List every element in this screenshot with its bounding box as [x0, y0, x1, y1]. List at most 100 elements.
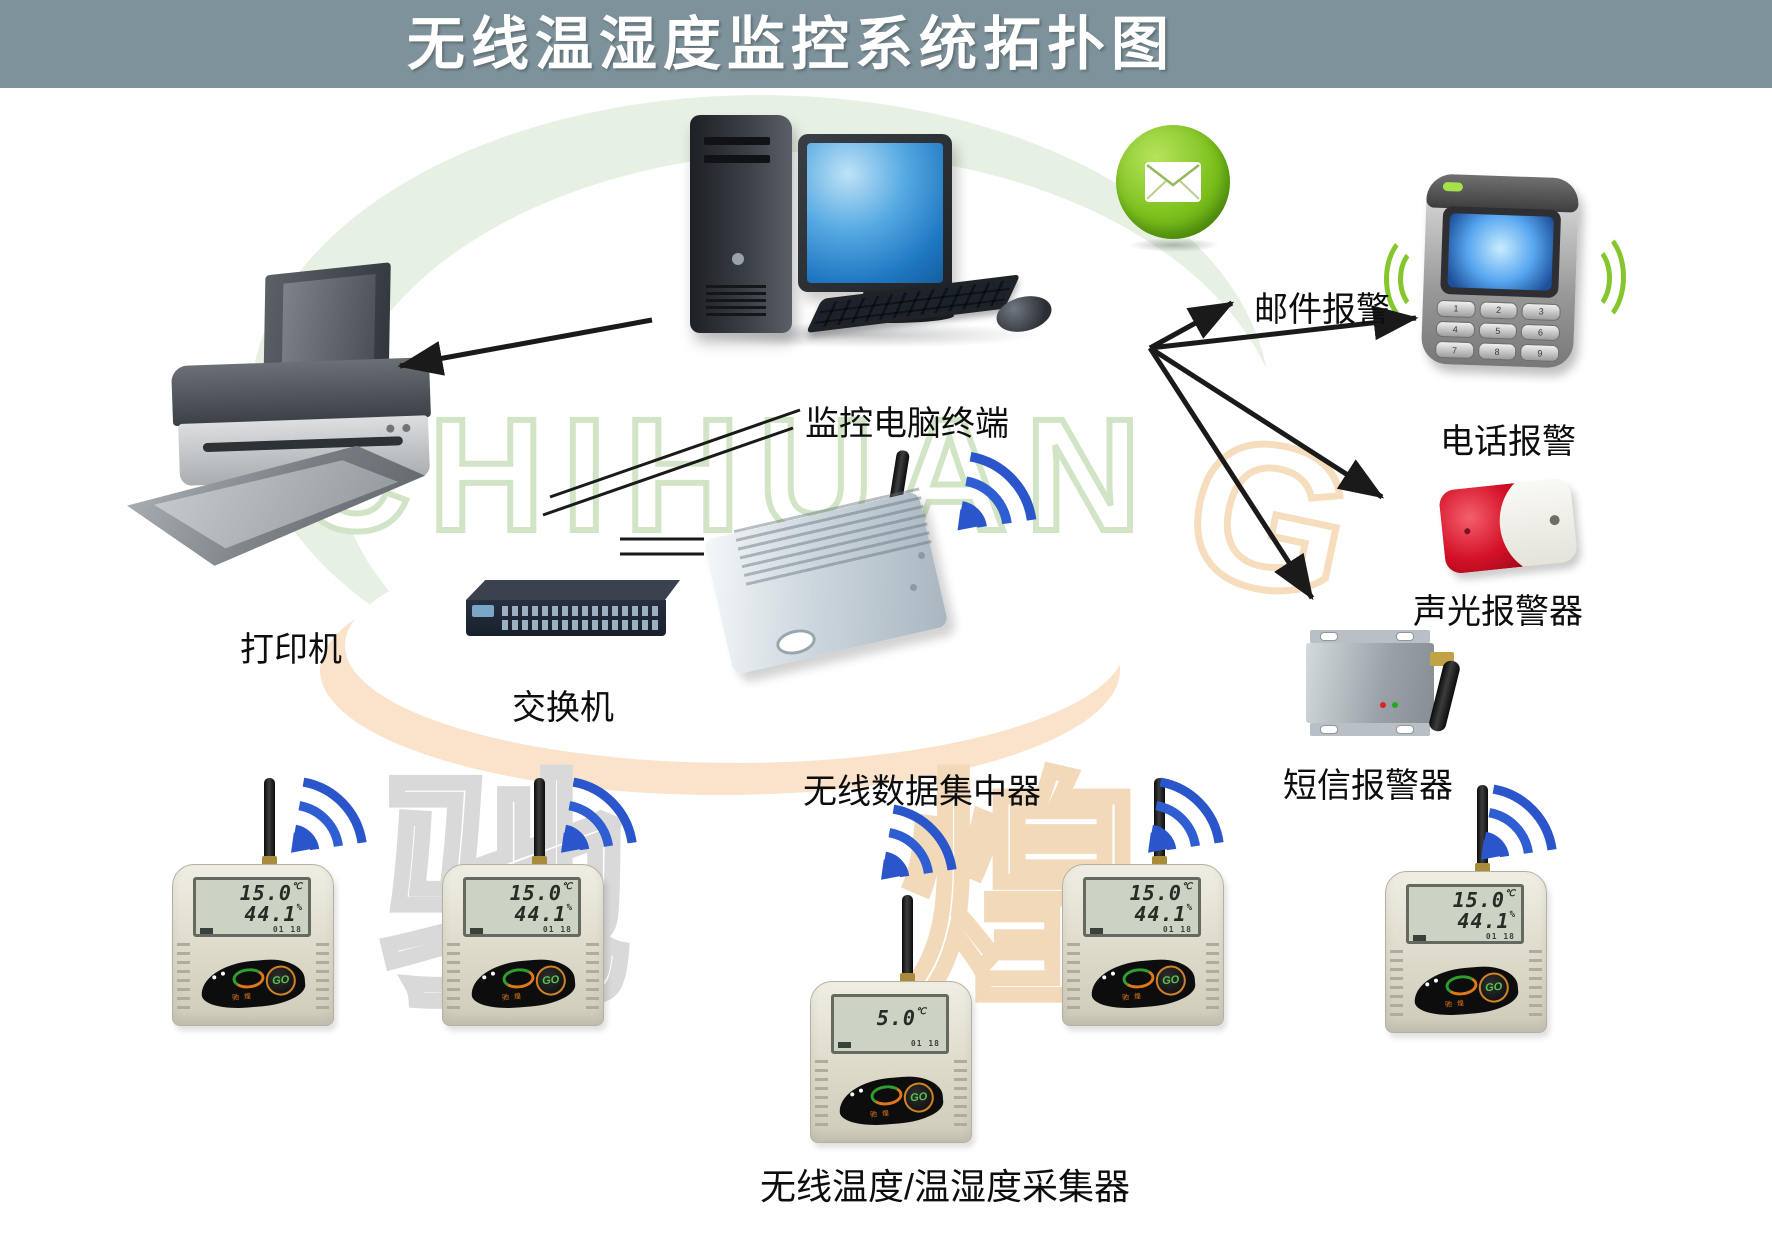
- siren-alarm-label: 声光报警器: [1413, 593, 1583, 631]
- lcd-humidity: 44.1%: [1134, 902, 1192, 926]
- collector-antenna-base: [1475, 863, 1490, 874]
- panel-dot: [858, 1088, 864, 1093]
- concentrator-label: 无线数据集中器: [803, 773, 1041, 811]
- siren-device: [1437, 477, 1579, 575]
- lcd-humidity: 44.1%: [514, 902, 572, 926]
- page-title: 无线温湿度监控系统拓扑图: [406, 12, 1175, 77]
- go-button: GO: [902, 1081, 936, 1114]
- sms-bottom-flange: [1310, 723, 1430, 736]
- brand-logo-icon: [231, 967, 266, 990]
- tower-power-button: [732, 253, 744, 265]
- go-button: GO: [264, 964, 298, 997]
- panel-brand-text: 驰煌: [1121, 992, 1147, 1002]
- collector-body: 15.0℃ 44.1% 01 18 驰煌 GO: [1062, 864, 1224, 1026]
- panel-brand-text: 驰煌: [869, 1109, 895, 1119]
- wifi-signal-icon: [1137, 770, 1229, 862]
- collector-vent: [954, 1060, 967, 1126]
- sms-led-green: [1392, 702, 1398, 708]
- wifi-signal-icon: [280, 770, 372, 862]
- collector-body: 15.0℃ 44.1% 01 18 驰煌 GO: [1385, 871, 1547, 1033]
- phone-screen-bezel: [1440, 205, 1562, 299]
- switch-ports-row: [502, 606, 658, 616]
- switch-ports-row: [502, 620, 658, 630]
- collector-lcd: 5.0℃ 01 18: [831, 994, 949, 1054]
- lcd-status: 01 18: [542, 925, 572, 934]
- phone-key: 9: [1520, 344, 1560, 363]
- panel-dot: [1425, 982, 1430, 987]
- monitor-screen: [807, 143, 943, 283]
- collector-unit-2: 15.0℃ 44.1% 01 18 驰煌 GO: [432, 778, 652, 1038]
- lcd-humidity: 44.1%: [244, 902, 302, 926]
- panel-dot: [1102, 975, 1107, 980]
- panel-brand-text: 驰煌: [1444, 999, 1470, 1009]
- title-banner: 无线温湿度监控系统拓扑图: [0, 0, 1772, 88]
- collector-unit-1: 15.0℃ 44.1% 01 18 驰煌 GO: [162, 778, 382, 1038]
- lcd-status: 01 18: [1162, 925, 1192, 934]
- lcd-status: 01 18: [272, 925, 302, 934]
- phone-key: 5: [1478, 321, 1518, 340]
- collector-vent: [316, 943, 329, 1009]
- wifi-signal-icon: [946, 444, 1042, 540]
- phone-key: 4: [1435, 320, 1475, 339]
- brand-logo-icon: [1444, 974, 1479, 997]
- collector-body: 15.0℃ 44.1% 01 18 驰煌 GO: [172, 864, 334, 1026]
- email-icon-shadow: [1128, 238, 1220, 252]
- phone-key: 7: [1434, 341, 1475, 360]
- collector-control-panel: 驰煌 GO: [1089, 956, 1197, 1012]
- collector-control-panel: 驰煌 GO: [199, 956, 307, 1012]
- phone-key: 8: [1477, 342, 1517, 361]
- collector-control-panel: 驰煌 GO: [469, 956, 577, 1012]
- go-button: GO: [1154, 964, 1188, 997]
- collector-body: 15.0℃ 44.1% 01 18 驰煌 GO: [442, 864, 604, 1026]
- collector-body: 5.0℃ 01 18 驰煌 GO: [810, 981, 972, 1143]
- phone-alarm-label: 电话报警: [1440, 423, 1576, 461]
- collector-vent: [815, 1060, 828, 1126]
- sms-mount-hole: [1320, 632, 1338, 641]
- phone-key: 2: [1479, 301, 1519, 320]
- collector-antenna-icon: [264, 778, 275, 864]
- collector-lcd: 15.0℃ 44.1% 01 18: [1406, 884, 1524, 944]
- sms-body: [1306, 643, 1434, 723]
- collector-antenna-base: [262, 856, 277, 867]
- collector-lcd: 15.0℃ 44.1% 01 18: [1083, 877, 1201, 937]
- lcd-temperature: 5.0℃: [876, 1006, 926, 1030]
- lcd-temperature: 15.0℃: [509, 881, 572, 905]
- collector-unit-3: 5.0℃ 01 18 驰煌 GO: [800, 895, 1020, 1155]
- tower-drive-slot: [704, 155, 770, 163]
- wifi-signal-icon: [550, 770, 642, 862]
- collector-unit-5: 15.0℃ 44.1% 01 18 驰煌 GO: [1375, 785, 1595, 1045]
- collector-antenna-icon: [1477, 785, 1488, 871]
- computer-tower: [690, 115, 792, 333]
- collector-vent: [1529, 950, 1542, 1016]
- lcd-temperature: 15.0℃: [1452, 888, 1515, 912]
- collector-vent: [1206, 943, 1219, 1009]
- concentrator-screw: [918, 552, 925, 559]
- lcd-humidity: 44.1%: [1457, 909, 1515, 933]
- phone-signal-arc: [1562, 228, 1626, 326]
- tower-grille: [706, 285, 766, 319]
- switch-badge: [472, 605, 494, 617]
- switch-label: 交换机: [512, 689, 614, 727]
- panel-dot: [220, 971, 226, 976]
- panel-dot: [212, 975, 217, 980]
- phone-key: 3: [1521, 302, 1561, 321]
- brand-logo-icon: [501, 967, 536, 990]
- collector-antenna-icon: [902, 895, 913, 981]
- sms-mount-hole: [1320, 725, 1338, 734]
- printer-label: 打印机: [240, 631, 342, 669]
- concentrator-screw: [910, 584, 917, 591]
- wifi-signal-icon: [1470, 777, 1562, 869]
- brand-logo-icon: [869, 1084, 904, 1107]
- collector-vent: [586, 943, 599, 1009]
- go-button: GO: [534, 964, 568, 997]
- lcd-temperature: 15.0℃: [1129, 881, 1192, 905]
- switch-device: [466, 580, 686, 642]
- collector-vent: [1390, 950, 1403, 1016]
- collector-control-panel: 驰煌 GO: [837, 1073, 945, 1129]
- collector-lcd: 15.0℃ 44.1% 01 18: [463, 877, 581, 937]
- email-alarm-label: 邮件报警: [1254, 291, 1390, 329]
- go-button: GO: [1477, 971, 1511, 1004]
- collector-antenna-base: [1152, 856, 1167, 867]
- panel-dot: [482, 975, 487, 980]
- collector-antenna-icon: [534, 778, 545, 864]
